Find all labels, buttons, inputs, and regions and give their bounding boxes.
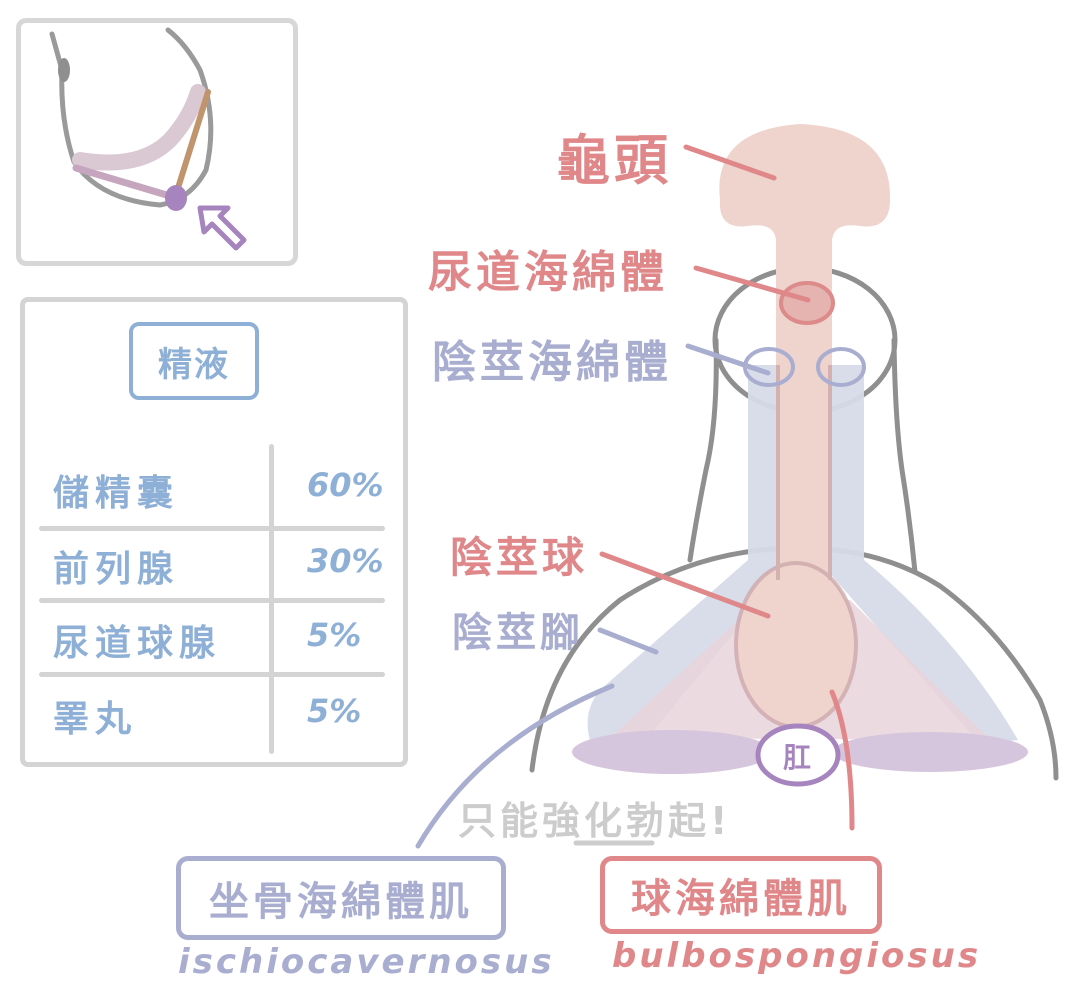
bulbospongiosus-zh: 球海綿體肌 <box>631 876 851 922</box>
semen-title: 精液 <box>129 322 259 400</box>
ischiocavernosus-box: 坐骨海綿體肌 <box>176 856 506 940</box>
table-row: 尿道球腺 5% <box>39 602 395 676</box>
inset-pelvis-sketch <box>49 27 214 211</box>
semen-composition-panel: 精液 儲精囊 60% 前列腺 30% 尿道球腺 5% 睪丸 5% <box>20 297 408 767</box>
leader-glans <box>683 144 777 181</box>
leader-crus <box>597 627 659 655</box>
table-row: 前列腺 30% <box>39 528 395 602</box>
superficial-transverse-perineal <box>572 730 1028 774</box>
anus-icon <box>755 723 841 787</box>
source-name: 尿道球腺 <box>53 623 222 664</box>
inset-frame <box>16 18 298 266</box>
ischiocavernosus-zh: 坐骨海綿體肌 <box>209 879 473 925</box>
corpus-spongiosum <box>719 124 891 727</box>
leader-cavernosum <box>685 343 771 376</box>
pointer-arrow-icon <box>197 205 247 251</box>
label-corpus-cavernosum: 陰莖海綿體 <box>432 337 672 388</box>
row-divider <box>39 526 385 531</box>
leader-ischiocavernosus <box>415 683 615 849</box>
note-only-strengthens-erection: 只能強化勃起! <box>458 799 732 843</box>
leader-spongiosum <box>693 265 811 303</box>
cavernosum-cross-section-right <box>816 347 866 387</box>
source-percent: 30% <box>307 542 384 580</box>
source-name: 儲精囊 <box>53 473 180 514</box>
source-name: 前列腺 <box>53 549 180 590</box>
anus-label: 肛 <box>783 741 812 774</box>
ischiocavernosus-latin: ischiocavernosus <box>178 942 555 982</box>
label-glans: 龜頭 <box>556 129 672 192</box>
urethra-cross-section <box>779 281 835 325</box>
leader-bulbospongiosus <box>829 689 855 831</box>
row-divider <box>39 598 385 603</box>
table-row: 儲精囊 60% <box>39 452 395 526</box>
table-row: 睪丸 5% <box>39 678 395 752</box>
label-crus: 陰莖腳 <box>452 610 584 656</box>
row-divider <box>39 672 385 677</box>
leader-bulb <box>599 551 771 619</box>
bulbospongiosus-latin: bulbospongiosus <box>612 936 982 976</box>
source-name: 睪丸 <box>53 699 138 740</box>
source-percent: 5% <box>307 616 362 654</box>
source-percent: 60% <box>307 466 384 504</box>
bulbospongiosus-box: 球海綿體肌 <box>600 856 882 934</box>
label-corpus-spongiosum: 尿道海綿體 <box>428 247 668 298</box>
label-bulb: 陰莖球 <box>450 533 589 582</box>
source-percent: 5% <box>307 692 362 730</box>
